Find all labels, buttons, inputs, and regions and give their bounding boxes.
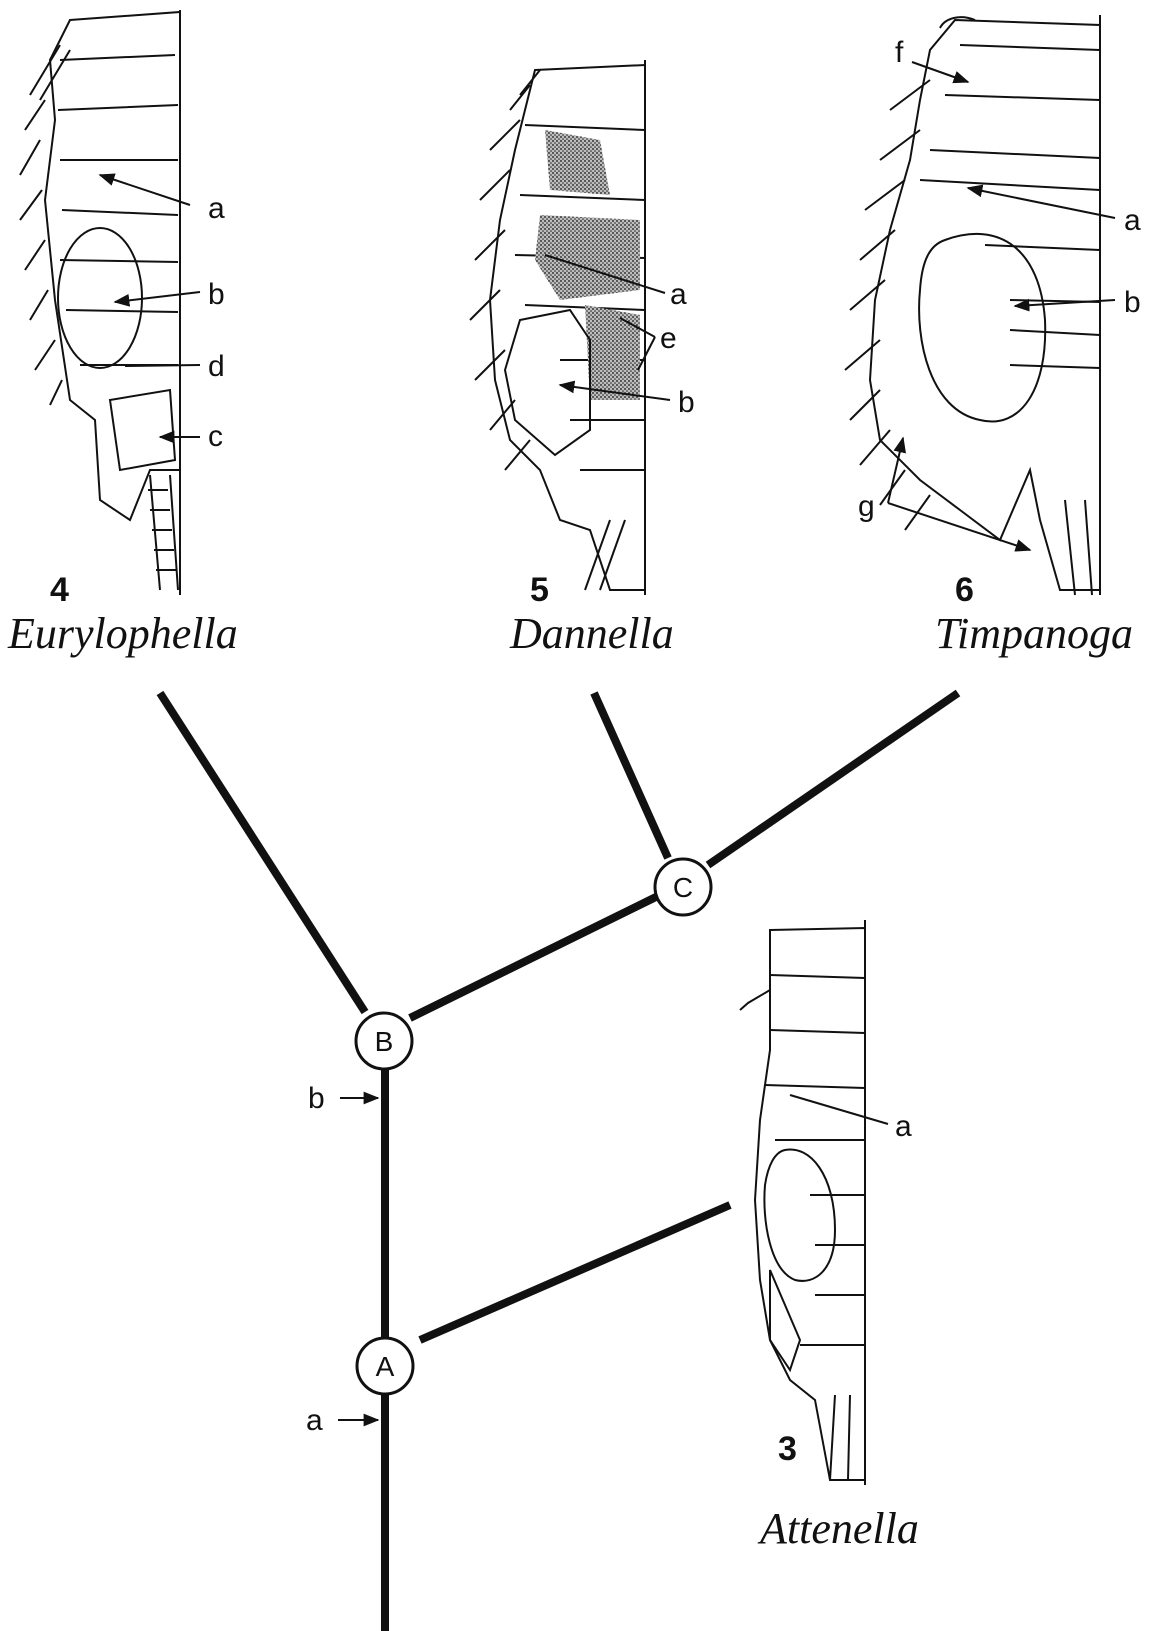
specimen-eurylophella: a b d c 4 Eurylophella — [7, 10, 238, 658]
branch-to-timpanoga — [708, 693, 958, 865]
callout-label: b — [1124, 286, 1141, 319]
timpanoga-callouts: f a b g — [858, 36, 1141, 550]
dannella-gill-operculum — [505, 310, 590, 455]
callout-label: a — [1124, 204, 1141, 237]
callout-label: a — [670, 278, 687, 311]
cladogram: A B C b a — [160, 693, 958, 1631]
callout-label: b — [678, 386, 695, 419]
attenella-abdomen-drawing — [740, 920, 865, 1485]
callout-label: g — [858, 490, 875, 523]
callout-label: b — [208, 278, 225, 311]
figure-number: 5 — [530, 571, 549, 609]
eurylophella-callouts: a b d c — [100, 175, 225, 453]
node-b: B — [356, 1013, 412, 1069]
timpanoga-gill-operculum — [919, 234, 1045, 422]
callout-label: f — [895, 36, 904, 69]
branch-mark-label: b — [308, 1082, 325, 1115]
specimen-timpanoga: f a b g 6 Timpanoga — [845, 15, 1141, 658]
branch-to-attenella — [420, 1205, 730, 1340]
attenella-gill-operculum — [764, 1149, 835, 1280]
node-label: B — [375, 1026, 394, 1057]
node-a: A — [357, 1338, 413, 1394]
figure-number: 4 — [50, 571, 69, 609]
specimen-dannella: a e b 5 Dannella — [470, 60, 695, 658]
branch-mark-label: a — [306, 1404, 323, 1437]
eurylophella-abdomen-drawing — [20, 10, 180, 595]
specimen-attenella: a 3 Attenella — [740, 920, 919, 1553]
dannella-abdomen-drawing — [470, 60, 645, 595]
branch-mark-b: b — [308, 1082, 378, 1115]
callout-label: c — [208, 420, 223, 453]
branch-to-eurylophella — [160, 693, 365, 1012]
branch-to-dannella — [594, 693, 668, 858]
node-c: C — [655, 859, 711, 915]
figure-number: 3 — [778, 1430, 797, 1468]
node-label: C — [673, 872, 693, 903]
eurylophella-gill-operculum — [58, 228, 142, 368]
taxon-name: Eurylophella — [7, 609, 238, 658]
taxon-name: Dannella — [509, 609, 674, 658]
timpanoga-abdomen-drawing — [845, 15, 1100, 595]
callout-label: e — [660, 322, 677, 355]
callout-label: a — [895, 1110, 912, 1143]
attenella-callouts: a — [790, 1095, 912, 1143]
taxon-name: Timpanoga — [935, 609, 1133, 658]
figure-number: 6 — [955, 571, 974, 609]
callout-label: d — [208, 350, 225, 383]
taxon-name: Attenella — [757, 1504, 919, 1553]
callout-label: a — [208, 192, 225, 225]
branch-b-to-c — [410, 895, 660, 1018]
node-label: A — [376, 1351, 395, 1382]
branch-mark-a: a — [306, 1404, 378, 1437]
